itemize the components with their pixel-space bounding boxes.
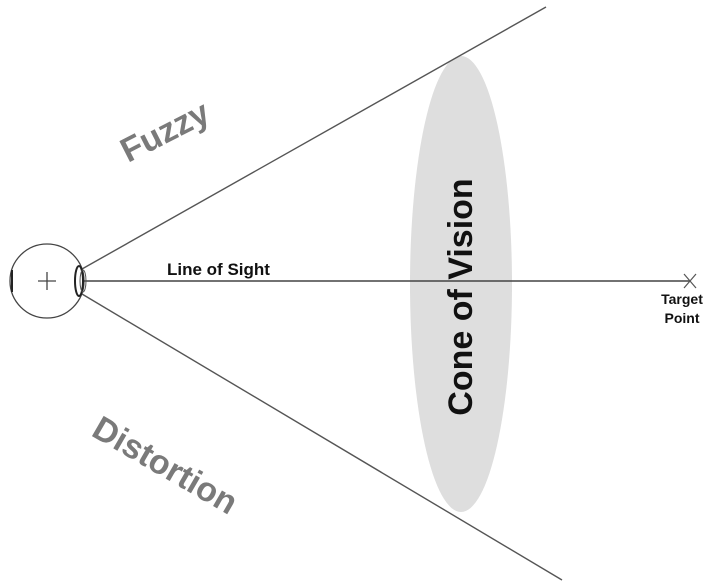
cone-of-vision-ellipse bbox=[410, 56, 512, 512]
target-point-label-line1: Target bbox=[661, 291, 703, 307]
upper-cone-line bbox=[81, 6, 547, 270]
target-point-label-line2: Point bbox=[665, 310, 700, 326]
fuzzy-label: Fuzzy bbox=[114, 93, 215, 170]
eye-icon bbox=[9, 243, 87, 319]
distortion-label: Distortion bbox=[86, 409, 244, 522]
target-x-marker bbox=[683, 273, 697, 289]
line-of-sight-label: Line of Sight bbox=[167, 260, 270, 279]
cone-of-vision-label: Cone of Vision bbox=[442, 178, 480, 415]
lower-cone-line bbox=[81, 293, 563, 581]
